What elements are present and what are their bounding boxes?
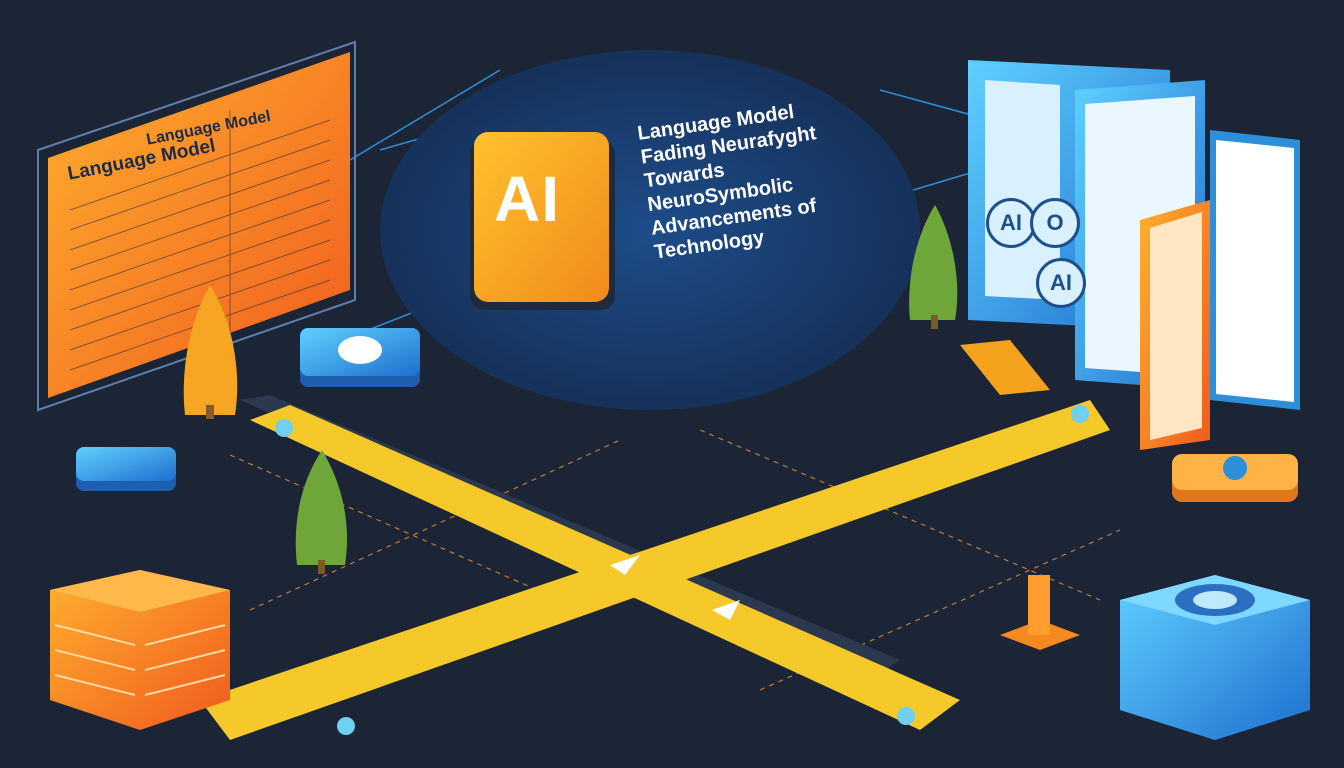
phone-panels — [968, 60, 1300, 450]
phone-ai-icon: AI — [986, 198, 1036, 248]
orange-tower — [1000, 575, 1080, 650]
ai-badge — [470, 132, 615, 310]
phone-circle-icon: O — [1030, 198, 1080, 248]
ai-badge-label: AI — [494, 163, 560, 235]
orange-tile — [1172, 454, 1298, 502]
blue-tiles — [76, 328, 420, 491]
headline: Language Model Fading Neurafyght Towards… — [636, 97, 831, 264]
language-model-screen — [37, 40, 356, 412]
central-glow — [380, 50, 920, 410]
road-cross — [200, 340, 1110, 740]
dashed-guides — [229, 429, 1121, 691]
blue-server-stack — [1120, 575, 1310, 740]
trees — [183, 205, 958, 574]
orange-server-stack — [50, 570, 230, 730]
phone-ai-icon-2: AI — [1036, 258, 1086, 308]
